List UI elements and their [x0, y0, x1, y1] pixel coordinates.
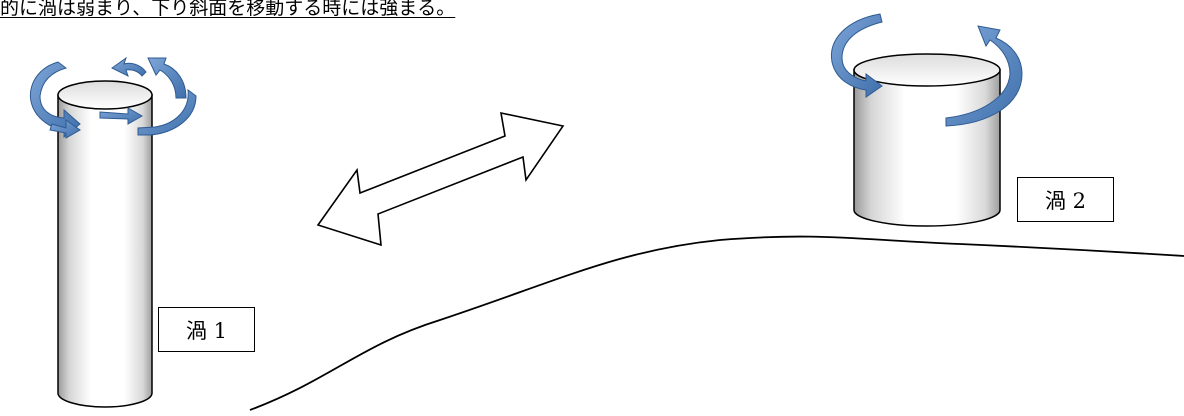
- curved-arrow-icon: [99, 107, 144, 125]
- curved-arrow-icon: [111, 56, 147, 77]
- vortex-2-cylinder: [853, 53, 1001, 227]
- vortex-1-label: 渦 1: [158, 307, 255, 352]
- curved-arrow-icon: [49, 119, 81, 139]
- vortex-1-rotation-arrows: [29, 56, 197, 139]
- vortex-2-label: 渦 2: [1017, 177, 1114, 222]
- double-headed-arrow-icon: [316, 111, 565, 247]
- curved-arrow-icon: [830, 13, 883, 98]
- curved-arrow-icon: [137, 88, 197, 136]
- vortex-2-rotation-arrows: [830, 13, 1023, 127]
- curved-arrow-icon: [945, 25, 1023, 127]
- caption-text: 的に渦は弱まり、下り斜面を移動する時には強まる。: [0, 0, 456, 19]
- terrain-slope-line: [249, 235, 1184, 411]
- curved-arrow-icon: [147, 57, 187, 99]
- vortex-1-cylinder: [57, 80, 153, 408]
